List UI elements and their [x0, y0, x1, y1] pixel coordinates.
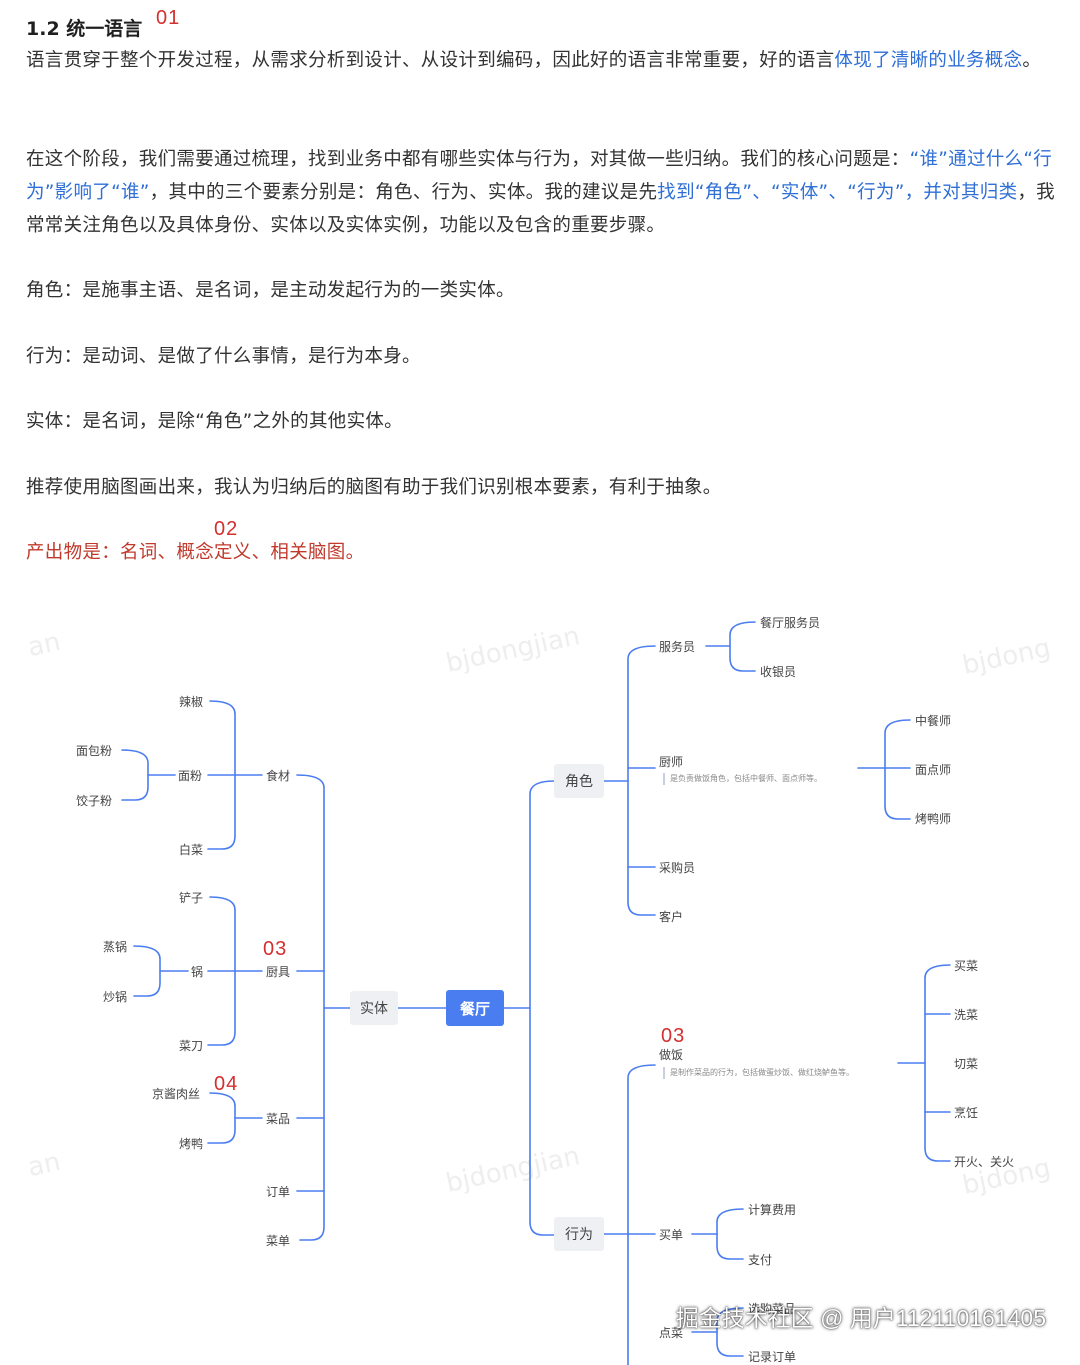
mindmap-leaf: 支付 — [748, 1253, 773, 1267]
mindmap-leaf: 中餐师 — [915, 714, 952, 728]
mindmap-node-customer: 客户 — [659, 910, 684, 924]
mindmap-node-order: 订单 — [266, 1185, 291, 1199]
mindmap-leaf: 烤鸭师 — [915, 812, 952, 826]
mindmap-leaf: 菜刀 — [179, 1039, 204, 1053]
paragraph-stage: 在这个阶段，我们需要通过梳理，找到业务中都有哪些实体与行为，对其做一些归纳。我们… — [26, 143, 1056, 242]
mindmap-leaf: 炒锅 — [103, 990, 128, 1004]
definition-role: 角色：是施事主语、是名词，是主动发起行为的一类实体。 — [26, 280, 515, 301]
mindmap-leaf: 记录订单 — [748, 1350, 797, 1364]
section-heading: 1.2 统一语言 — [26, 18, 143, 40]
mindmap-leaf: 切菜 — [954, 1057, 979, 1071]
mindmap-leaf: 买菜 — [954, 959, 979, 973]
mindmap-leaf: 辣椒 — [179, 695, 204, 709]
mindmap-diagram: bjdongjian bjdong an bjdongjian bjdong a… — [0, 590, 1080, 1365]
mindmap-node-behavior: 行为 — [554, 1217, 604, 1251]
mindmap-note-chef: 是负责做饭角色，包括中餐师、面点师等。 — [663, 773, 822, 785]
paragraph-stage-text: 在这个阶段，我们需要通过梳理，找到业务中都有哪些实体与行为，对其做一些归纳。我们… — [26, 149, 910, 170]
mindmap-leaf: 收银员 — [760, 665, 797, 679]
mindmap-leaf: 铲子 — [179, 891, 204, 905]
mindmap-node-flour: 面粉 — [178, 769, 203, 783]
mindmap-node-food: 食材 — [266, 769, 291, 783]
mindmap-node-pot: 锅 — [191, 965, 204, 979]
mindmap-node-buyer: 采购员 — [659, 861, 696, 875]
mindmap-leaf: 蒸锅 — [103, 940, 128, 954]
mindmap-leaf: 开火、关火 — [954, 1155, 1015, 1169]
highlight-business-concept: 体现了清晰的业务概念 — [834, 50, 1023, 71]
paragraph-stage-text-2: ，其中的三个要素分别是：角色、行为、实体。我的建议是先 — [149, 182, 658, 203]
mindmap-leaf: 京酱肉丝 — [152, 1087, 201, 1101]
annotation-marker-03: 03 — [661, 1025, 686, 1047]
mindmap-node-ordering: 点菜 — [659, 1326, 684, 1340]
paragraph-language-end: 。 — [1022, 50, 1042, 71]
mindmap-leaf: 烹饪 — [954, 1106, 979, 1120]
mindmap-note-cook: 是制作菜品的行为，包括做蛋炒饭、做红烧鲈鱼等。 — [663, 1067, 854, 1079]
mindmap-node-chef: 厨师 — [659, 755, 684, 769]
mindmap-node-entity: 实体 — [350, 991, 398, 1025]
annotation-marker-03: 03 — [263, 938, 288, 960]
mindmap-leaf: 面点师 — [915, 763, 952, 777]
highlight-suggestion: 找到“角色”、“实体”、“行为”，并对其归类 — [657, 182, 1018, 203]
mindmap-node-pay: 买单 — [659, 1228, 684, 1242]
mindmap-node-role: 角色 — [554, 764, 604, 798]
mindmap-leaf: 白菜 — [179, 843, 204, 857]
paragraph-stage-text-3: ，我常常关注角色以及具体身份、实体以及实体实例，功能以及包含的重要步骤。 — [26, 182, 1055, 236]
definition-behavior: 行为：是动词、是做了什么事情，是行为本身。 — [26, 346, 421, 367]
mindmap-root-node: 餐厅 — [446, 990, 504, 1026]
mindmap-node-menu: 菜单 — [266, 1234, 291, 1248]
paragraph-language: 语言贯穿于整个开发过程，从需求分析到设计、从设计到编码，因此好的语言非常重要，好… — [26, 44, 1056, 77]
mindmap-leaf: 饺子粉 — [76, 794, 113, 808]
mindmap-node-cook: 做饭 — [659, 1048, 684, 1062]
mindmap-leaf: 洗菜 — [954, 1008, 979, 1022]
highlight-core-question: “谁”通过什么“行为”影响了“谁” — [26, 149, 1053, 203]
annotation-marker-02: 02 — [214, 518, 239, 540]
annotation-marker-01: 01 — [156, 7, 181, 29]
definition-entity: 实体：是名词，是除“角色”之外的其他实体。 — [26, 411, 403, 432]
paragraph-language-text: 语言贯穿于整个开发过程，从需求分析到设计、从设计到编码，因此好的语言非常重要，好… — [26, 50, 835, 71]
source-watermark: 掘金技术社区 @ 用户112110161405 — [675, 1305, 1046, 1331]
mindmap-connectors — [121, 621, 951, 1365]
paragraph-mindmap-tip: 推荐使用脑图画出来，我认为归纳后的脑图有助于我们识别根本要素，有利于抽象。 — [26, 477, 722, 498]
mindmap-leaf: 选购菜品 — [748, 1302, 797, 1316]
mindmap-leaf: 面包粉 — [76, 744, 113, 758]
mindmap-node-dish: 菜品 — [266, 1112, 291, 1126]
mindmap-node-tool: 厨具 — [266, 965, 291, 979]
mindmap-leaf: 餐厅服务员 — [760, 616, 821, 630]
paragraph-deliverables: 产出物是：名词、概念定义、相关脑图。 — [26, 542, 365, 563]
annotation-marker-04: 04 — [214, 1073, 239, 1095]
mindmap-leaf: 烤鸭 — [179, 1137, 204, 1151]
mindmap-node-waiter: 服务员 — [659, 640, 696, 654]
mindmap-leaf: 计算费用 — [748, 1203, 797, 1217]
